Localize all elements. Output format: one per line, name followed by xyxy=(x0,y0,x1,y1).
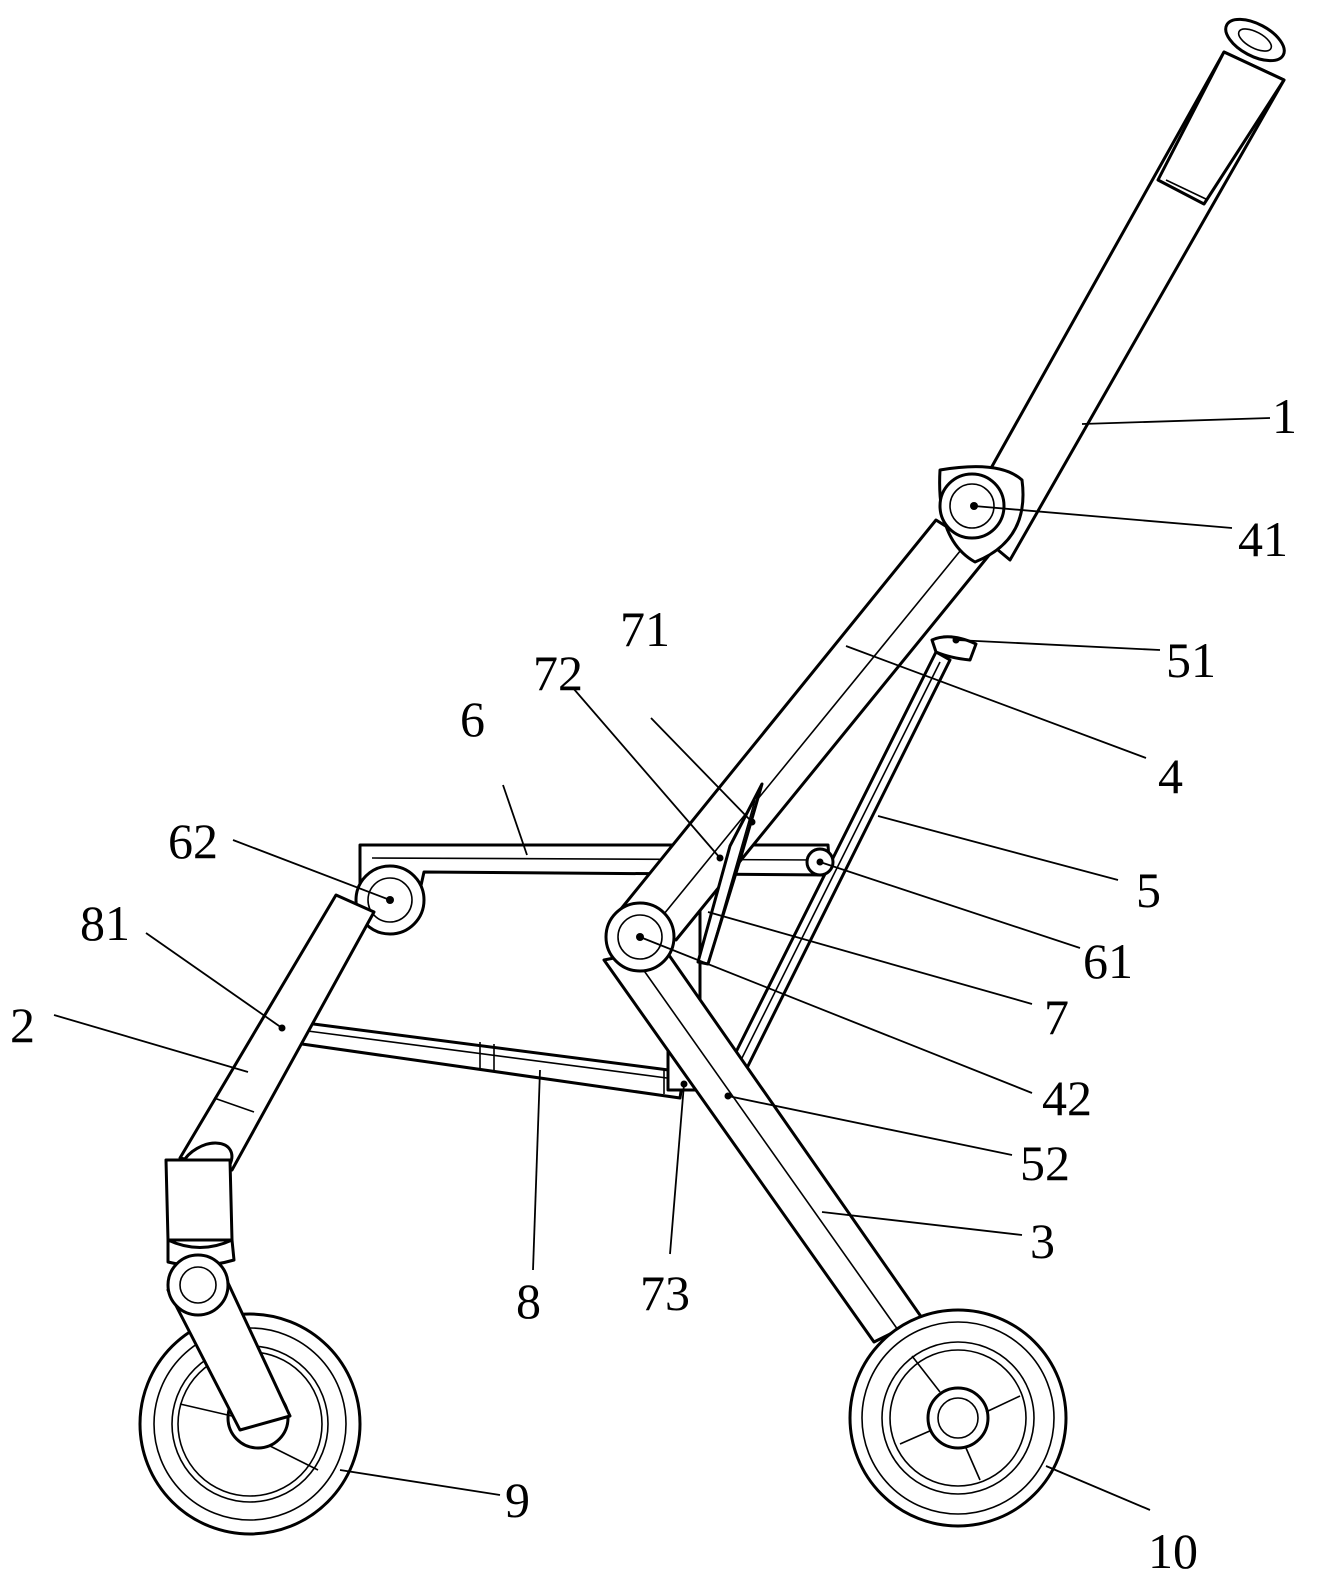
label-52: 52 xyxy=(1020,1135,1070,1191)
label-81: 81 xyxy=(80,895,130,951)
foot-bar xyxy=(298,1022,684,1098)
label-3: 3 xyxy=(1030,1213,1055,1269)
label-5: 5 xyxy=(1136,862,1161,918)
label-71: 71 xyxy=(620,601,670,657)
label-61: 61 xyxy=(1083,933,1133,989)
label-1: 1 xyxy=(1272,388,1297,444)
front-wheel xyxy=(140,1160,360,1534)
rear-wheel xyxy=(850,1310,1066,1526)
label-72: 72 xyxy=(533,645,583,701)
label-10: 10 xyxy=(1148,1523,1198,1578)
label-4: 4 xyxy=(1158,748,1183,804)
label-2: 2 xyxy=(10,997,35,1053)
upper-frame-bar xyxy=(612,520,990,940)
label-42: 42 xyxy=(1042,1070,1092,1126)
label-6: 6 xyxy=(460,691,485,747)
label-51: 51 xyxy=(1166,632,1216,688)
label-41: 41 xyxy=(1238,511,1288,567)
label-8: 8 xyxy=(516,1273,541,1329)
label-62: 62 xyxy=(168,813,218,869)
label-73: 73 xyxy=(640,1265,690,1321)
label-9: 9 xyxy=(505,1472,530,1528)
label-7: 7 xyxy=(1044,989,1069,1045)
